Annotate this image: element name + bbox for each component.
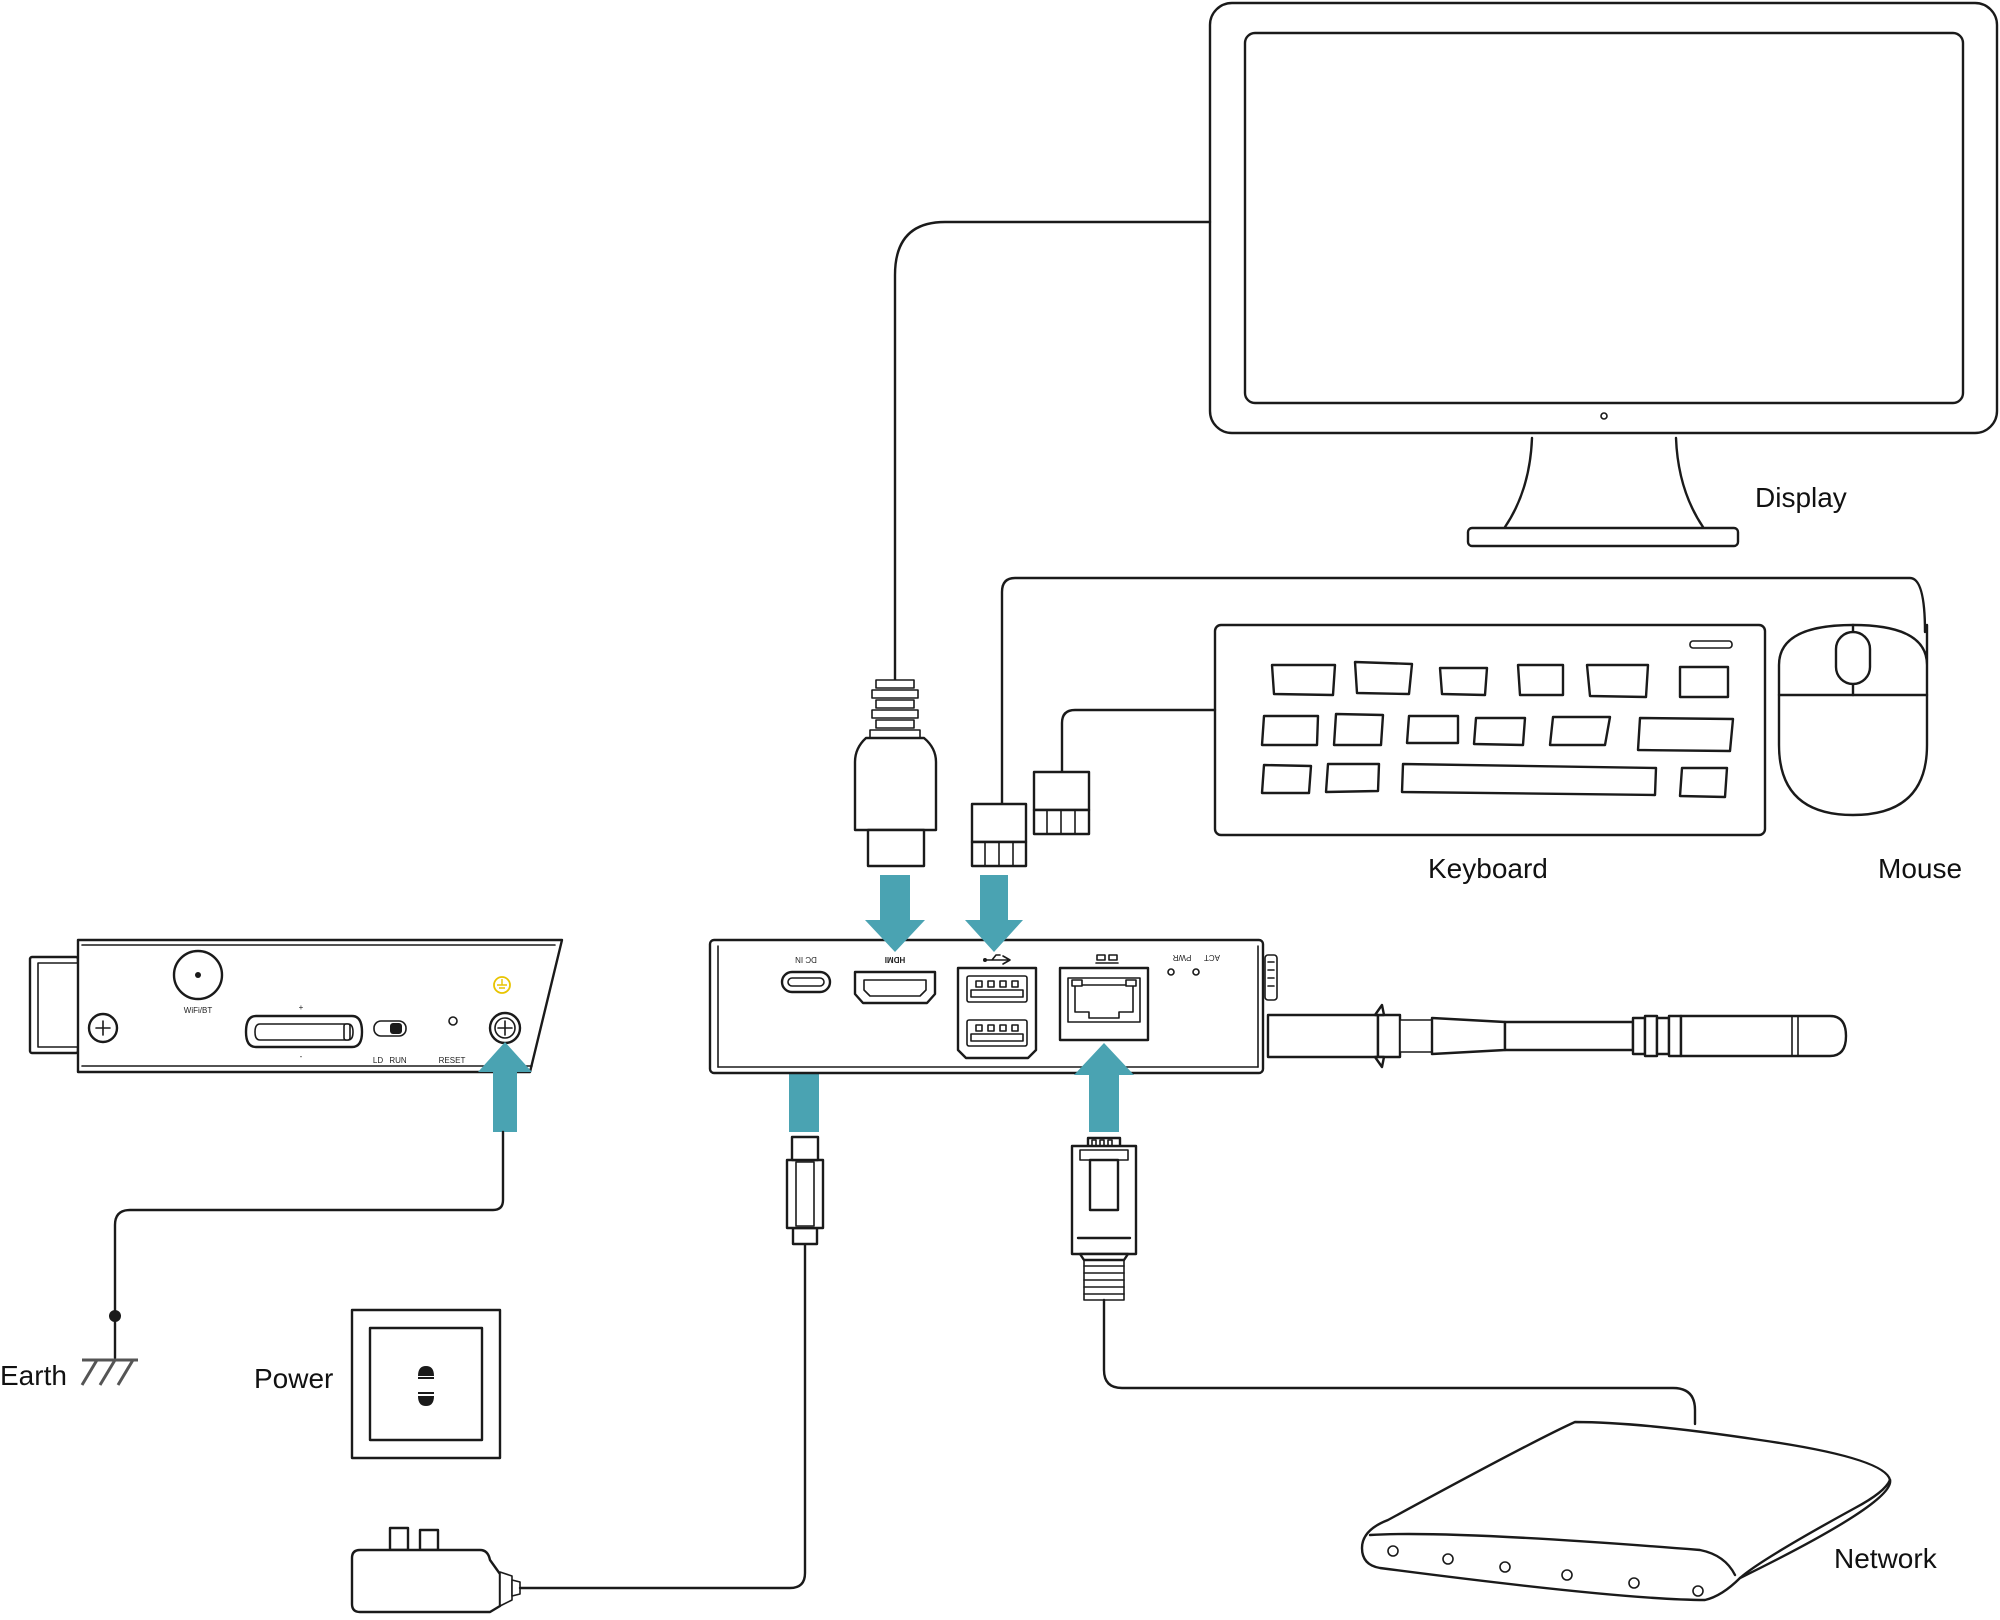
ground-symbol-icon <box>493 976 511 994</box>
outlet-slot-bottom <box>418 1396 434 1406</box>
monitor-screen <box>1243 31 1965 405</box>
network-cable <box>1102 1298 1697 1426</box>
display-label: Display <box>1755 482 1847 513</box>
slot-minus-label: - <box>300 1052 303 1061</box>
antenna-base <box>1266 1013 1380 1059</box>
router-led-2 <box>1442 1553 1454 1565</box>
router-led-1 <box>1387 1545 1399 1557</box>
power-cable <box>518 1241 807 1590</box>
router-led-4 <box>1561 1569 1573 1581</box>
usb-arrow-icon <box>965 875 1023 952</box>
rj45-plug <box>1070 1136 1138 1301</box>
keyboard-cable <box>1060 708 1217 774</box>
run-label: RUN <box>389 1056 407 1065</box>
hdmi-arrow-icon <box>865 875 925 952</box>
outlet-slot-top <box>418 1366 434 1376</box>
monitor-stand-right <box>1674 436 1705 529</box>
power-adapter <box>350 1526 521 1614</box>
pwr-label: PWR <box>1172 953 1191 962</box>
usb-c-plug <box>785 1135 825 1246</box>
monitor-power-led <box>1600 412 1608 420</box>
mouse-label: Mouse <box>1878 853 1962 884</box>
ethernet-arrow-icon <box>1074 1043 1134 1132</box>
ethernet-icon <box>1095 954 1119 964</box>
monitor-base <box>1466 526 1740 548</box>
adapter-body <box>350 1548 502 1614</box>
side-panel-body <box>76 938 564 1074</box>
reset-label: RESET <box>439 1056 466 1065</box>
adapter-prong-left <box>388 1526 410 1552</box>
router-led-5 <box>1628 1577 1640 1589</box>
keyboard-indicator <box>1689 640 1733 649</box>
device-front-panel: DC IN HDMI <box>708 938 1278 1075</box>
earth-arrow-icon <box>478 1042 532 1132</box>
keyboard-label: Keyboard <box>1428 853 1548 884</box>
reset-hole <box>448 1016 458 1026</box>
mouse-cable <box>1000 576 1927 806</box>
usb-port-icon <box>983 954 1011 965</box>
mouse <box>1777 623 1929 817</box>
pwr-led <box>1167 968 1175 976</box>
earth-label: Earth <box>0 1360 67 1391</box>
adapter-prong-right <box>418 1528 440 1552</box>
earth-ground-icon <box>80 1358 138 1386</box>
antenna <box>1266 1003 1848 1069</box>
network-label: Network <box>1834 1543 1938 1574</box>
router-led-3 <box>1499 1561 1511 1573</box>
dc-in-label: DC IN <box>795 955 817 964</box>
usb-port-bottom <box>966 1019 1028 1047</box>
keyboard <box>1213 623 1767 837</box>
outlet-face <box>368 1326 484 1442</box>
router-led-6 <box>1692 1585 1704 1597</box>
mouse-usb-plug <box>970 802 1028 868</box>
device-side-panel: WiFi/BT + - LD RUN RESET <box>28 938 564 1074</box>
hdmi-label: HDMI <box>885 955 905 964</box>
hdmi-plug <box>853 679 938 868</box>
ld-label: LD <box>373 1056 383 1065</box>
usb-port-top <box>966 975 1028 1003</box>
router-body <box>1360 1420 1892 1602</box>
hdmi-cable <box>893 220 1212 682</box>
slot-plus-label: + <box>299 1003 304 1012</box>
power-outlet <box>350 1308 502 1460</box>
wifi-bt-label: WiFi/BT <box>184 1006 213 1015</box>
earth-junction <box>109 1310 121 1322</box>
keyboard-usb-plug <box>1032 770 1091 836</box>
power-label: Power <box>254 1363 333 1394</box>
act-led <box>1192 968 1200 976</box>
mouse-wheel <box>1834 630 1872 686</box>
router <box>1360 1420 1892 1602</box>
act-label: ACT <box>1204 953 1220 962</box>
monitor-stand-left <box>1503 436 1534 529</box>
earth-wire <box>113 1130 505 1360</box>
monitor <box>1208 1 1999 548</box>
